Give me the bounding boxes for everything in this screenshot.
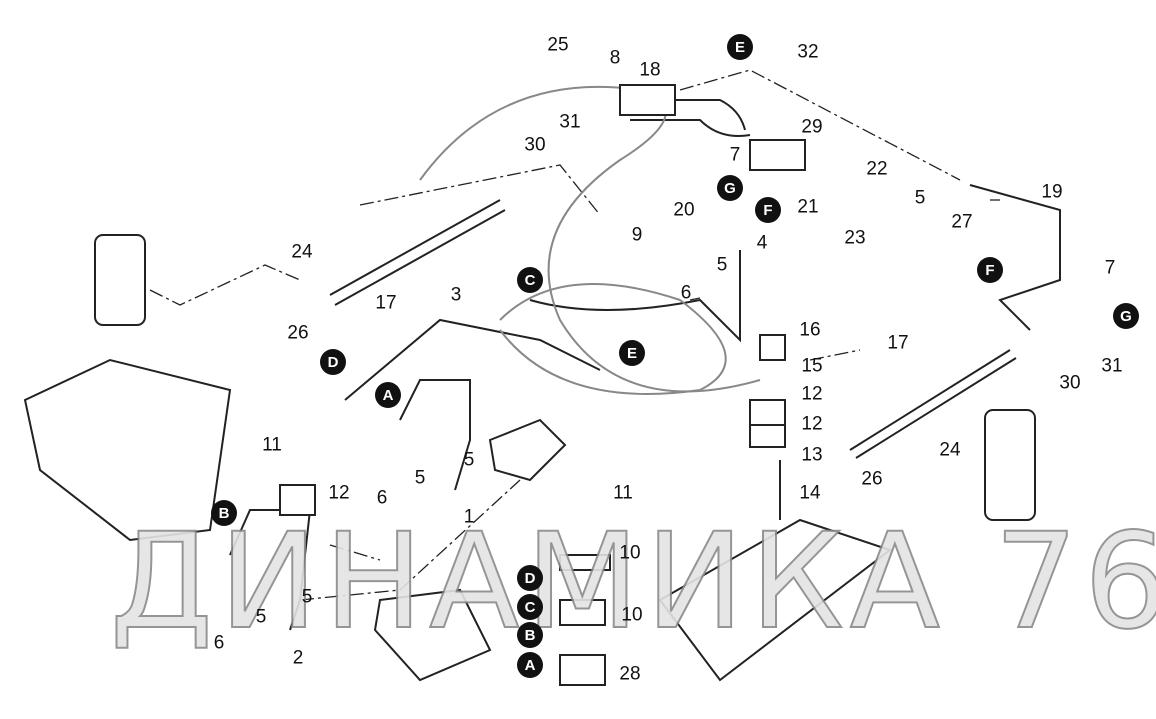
callout-label: 31 <box>1101 355 1123 377</box>
connector-marker: B <box>211 500 237 526</box>
callout-label: 6 <box>213 632 225 654</box>
pipes <box>229 99 1061 631</box>
callout-label: 24 <box>939 439 961 461</box>
callout-label: 26 <box>287 322 309 344</box>
callout-label: 31 <box>559 111 581 133</box>
callout-label: 11 <box>613 482 633 504</box>
callout-label: 20 <box>673 199 695 221</box>
connector-marker: E <box>619 340 645 366</box>
callout-label: 29 <box>801 116 823 138</box>
callout-label: 24 <box>291 241 313 263</box>
callout-label: 19 <box>1041 181 1063 203</box>
callout-label: 4 <box>756 232 768 254</box>
callout-label: 23 <box>844 227 866 249</box>
callout-label: 1 <box>463 506 475 528</box>
connector-marker: A <box>375 382 401 408</box>
dash-dot-leaders <box>149 69 1000 601</box>
connector-marker: A <box>517 652 543 678</box>
connector-marker: C <box>517 267 543 293</box>
callout-label: 12 <box>801 383 823 405</box>
callout-label: 16 <box>799 319 821 341</box>
connector-marker: D <box>517 565 543 591</box>
callout-label: 5 <box>255 606 267 628</box>
connector-marker: B <box>517 622 543 648</box>
callout-label: 17 <box>375 292 397 314</box>
callout-label: 9 <box>631 224 643 246</box>
callout-label: 30 <box>524 134 546 156</box>
callout-label: 12 <box>328 482 350 504</box>
connector-marker: C <box>517 594 543 620</box>
connector-marker: F <box>977 257 1003 283</box>
callout-label: 3 <box>450 284 462 306</box>
components <box>23 84 1036 686</box>
callout-label: 15 <box>801 355 823 377</box>
callout-label: 5 <box>301 586 313 608</box>
watermark-text: ДИНАМИКА 76 <box>109 504 1156 660</box>
callout-label: 32 <box>797 41 819 63</box>
connector-marker: F <box>755 197 781 223</box>
callout-label: 21 <box>797 196 819 218</box>
connector-marker: G <box>717 175 743 201</box>
callout-label: 27 <box>951 211 973 233</box>
callout-label: 12 <box>801 413 823 435</box>
connector-marker: G <box>1113 303 1139 329</box>
callout-label: 5 <box>716 254 728 276</box>
callout-label: 7 <box>1104 257 1116 279</box>
callout-label: 6 <box>680 282 692 304</box>
callout-label: 18 <box>639 59 661 81</box>
callout-label: 22 <box>866 158 888 180</box>
callout-label: 17 <box>887 332 909 354</box>
connector-marker: E <box>727 34 753 60</box>
callout-label: 26 <box>861 468 883 490</box>
callout-label: 25 <box>547 34 569 56</box>
callout-label: 6 <box>376 487 388 509</box>
connector-marker: D <box>320 349 346 375</box>
callout-label: 30 <box>1059 372 1081 394</box>
callout-label: 11 <box>262 434 282 456</box>
callout-label: 8 <box>609 47 621 69</box>
callout-label: 5 <box>914 187 926 209</box>
callout-label: 14 <box>799 482 821 504</box>
callout-label: 7 <box>729 144 741 166</box>
callout-label: 13 <box>801 444 823 466</box>
callout-label: 5 <box>414 467 426 489</box>
callout-label: 10 <box>621 604 643 626</box>
callout-label: 28 <box>619 663 641 685</box>
callout-label: 5 <box>463 449 475 471</box>
swirl-logo <box>419 85 761 395</box>
callout-label: 10 <box>619 542 641 564</box>
callout-label: 2 <box>292 647 304 669</box>
